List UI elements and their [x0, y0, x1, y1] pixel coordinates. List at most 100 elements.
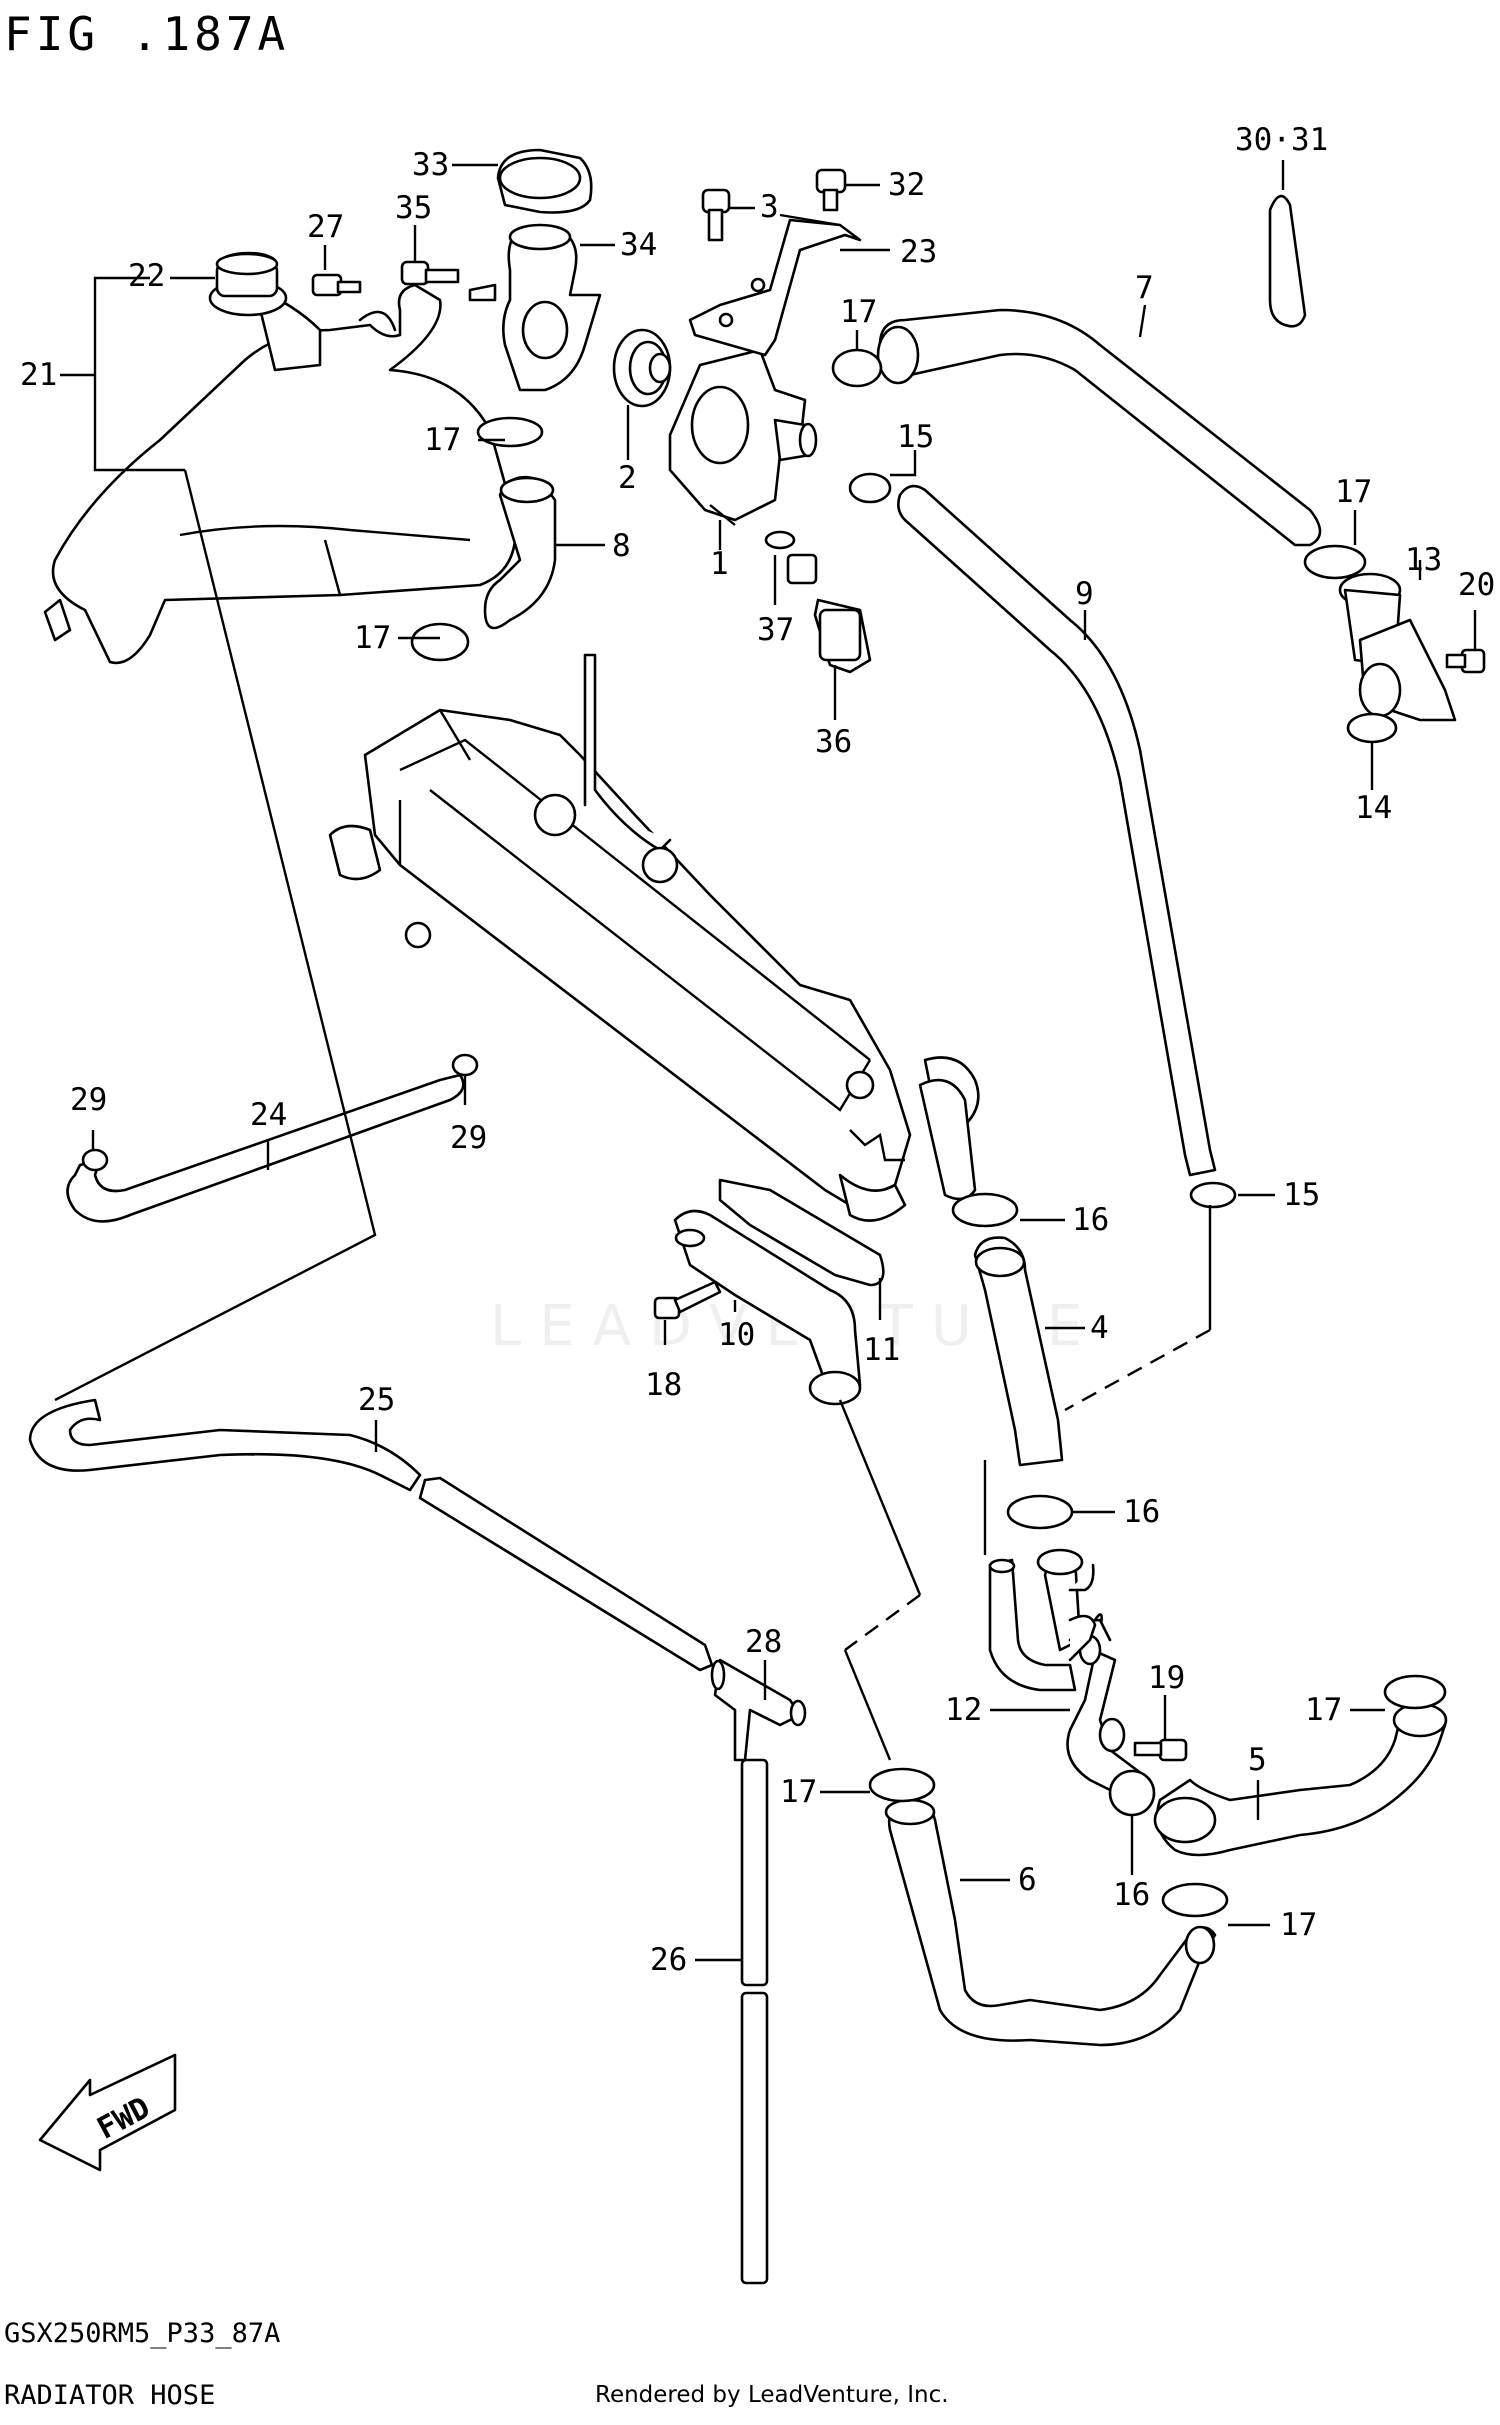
callout-17-bottom-right: 17: [1280, 1907, 1317, 1943]
clamp-16-b: [1006, 1494, 1074, 1530]
thermostat-2: [612, 328, 672, 408]
hose-4-end: [974, 1246, 1026, 1278]
callout-15-top: 15: [897, 419, 934, 455]
callout-2: 2: [618, 460, 637, 496]
hose-6-end-a: [884, 1798, 936, 1826]
callout-17-left-mid: 17: [354, 620, 391, 656]
callout-33: 33: [412, 147, 449, 183]
water-fitting-13: [1338, 572, 1457, 722]
callout-23: 23: [900, 234, 937, 270]
temperature-sensor-36: [786, 553, 872, 674]
hose-6-end-b: [1184, 1925, 1216, 1965]
water-pipe-12: [988, 1548, 1152, 1802]
figure-title: FIG .187A: [4, 7, 289, 61]
callout-27: 27: [307, 209, 344, 245]
hose-5: [1155, 1717, 1447, 1857]
callout-29-right: 29: [450, 1120, 487, 1156]
callout-17-far-right: 17: [1305, 1692, 1342, 1728]
callout-1: 1: [710, 546, 729, 582]
callout-21: 21: [20, 357, 57, 393]
bolt-18: [653, 1280, 722, 1320]
callout-10: 10: [718, 1317, 755, 1353]
bolt-20: [1445, 648, 1486, 674]
water-inlet-10: [673, 1209, 862, 1406]
hose-26-b: [740, 1991, 769, 2285]
hose-9: [897, 484, 1217, 1177]
callout-18: 18: [645, 1367, 682, 1403]
bolt-27: [311, 273, 362, 297]
bolt-35: [400, 260, 460, 286]
joint-28: [710, 1658, 807, 1762]
callout-17-left-top: 17: [424, 422, 461, 458]
radiator: [328, 653, 980, 1222]
hose-26: [740, 1758, 769, 1987]
radiator-outlet-pipe: [918, 1078, 977, 1201]
callout-7: 7: [1135, 270, 1154, 306]
clamp-17-d: [1303, 544, 1367, 580]
clamp-16-a: [951, 1192, 1019, 1228]
clamp-29-a: [81, 1148, 109, 1172]
callout-28: 28: [745, 1624, 782, 1660]
callout-25: 25: [358, 1382, 395, 1418]
bracket-23: [688, 213, 862, 357]
wire-band-30-31: [1268, 194, 1307, 328]
clamp-17-e: [1383, 1674, 1447, 1710]
callout-16-upper: 16: [1072, 1202, 1109, 1238]
bolt-19: [1133, 1738, 1188, 1762]
clamp-17-g: [868, 1767, 936, 1803]
clamp-29-b: [451, 1053, 479, 1077]
callout-labels: 1 2 3 4 5 6 7 8 9 10 11 12 13 14 15 15 1…: [20, 122, 1495, 1978]
callout-32: 32: [888, 167, 925, 203]
callout-22: 22: [128, 258, 165, 294]
hose-24: [66, 1073, 465, 1223]
clamp-17-c: [831, 348, 883, 388]
hose-8-end: [499, 476, 555, 504]
thermostat-case-1: [668, 348, 818, 522]
callout-37: 37: [757, 612, 794, 648]
callout-17-near-thermostat: 17: [840, 294, 877, 330]
callout-14: 14: [1355, 790, 1392, 826]
water-inlet-cap-33: [496, 148, 593, 214]
callout-4: 4: [1090, 1310, 1109, 1346]
gasket-14: [1346, 712, 1398, 744]
credit-text: Rendered by LeadVenture, Inc.: [595, 2382, 949, 2408]
callout-17-upper-right: 17: [1335, 474, 1372, 510]
callout-11: 11: [863, 1332, 900, 1368]
callout-16-lower: 16: [1113, 1877, 1150, 1913]
callout-24: 24: [250, 1097, 287, 1133]
callout-13: 13: [1405, 542, 1442, 578]
o-ring-37: [764, 530, 796, 550]
bolt-3: [701, 188, 731, 242]
hose-25: [28, 1398, 422, 1492]
clamp-16-c: [1108, 1769, 1156, 1817]
callout-19: 19: [1148, 1660, 1185, 1696]
callout-9: 9: [1075, 576, 1094, 612]
clamp-17-a: [476, 416, 544, 448]
callout-29-left: 29: [70, 1082, 107, 1118]
hose-5-end-a: [1153, 1796, 1217, 1844]
callout-36: 36: [815, 724, 852, 760]
callout-17-bottom-left: 17: [780, 1774, 817, 1810]
section-name: RADIATOR HOSE: [4, 2380, 215, 2411]
callout-16-middle: 16: [1123, 1494, 1160, 1530]
callout-5: 5: [1248, 1742, 1267, 1778]
callout-30-31: 30·31: [1235, 122, 1328, 158]
clamp-17-b: [410, 622, 470, 662]
thermostat-cover-34: [468, 223, 602, 392]
clamp-15-a: [848, 472, 892, 504]
callout-6: 6: [1018, 1862, 1037, 1898]
clamp-15-b: [1189, 1181, 1237, 1209]
callout-3: 3: [760, 189, 779, 225]
fwd-arrow-icon: FWD: [38, 2053, 177, 2172]
clamp-17-f: [1161, 1882, 1229, 1918]
callout-34: 34: [620, 227, 657, 263]
callout-12: 12: [945, 1692, 982, 1728]
callout-8: 8: [612, 528, 631, 564]
callout-26: 26: [650, 1942, 687, 1978]
hose-7-end: [876, 325, 920, 385]
reservoir-cap: [215, 252, 279, 298]
leader-lines: [54, 160, 1477, 1962]
callout-15-right: 15: [1283, 1177, 1320, 1213]
hose-4: [973, 1236, 1064, 1467]
